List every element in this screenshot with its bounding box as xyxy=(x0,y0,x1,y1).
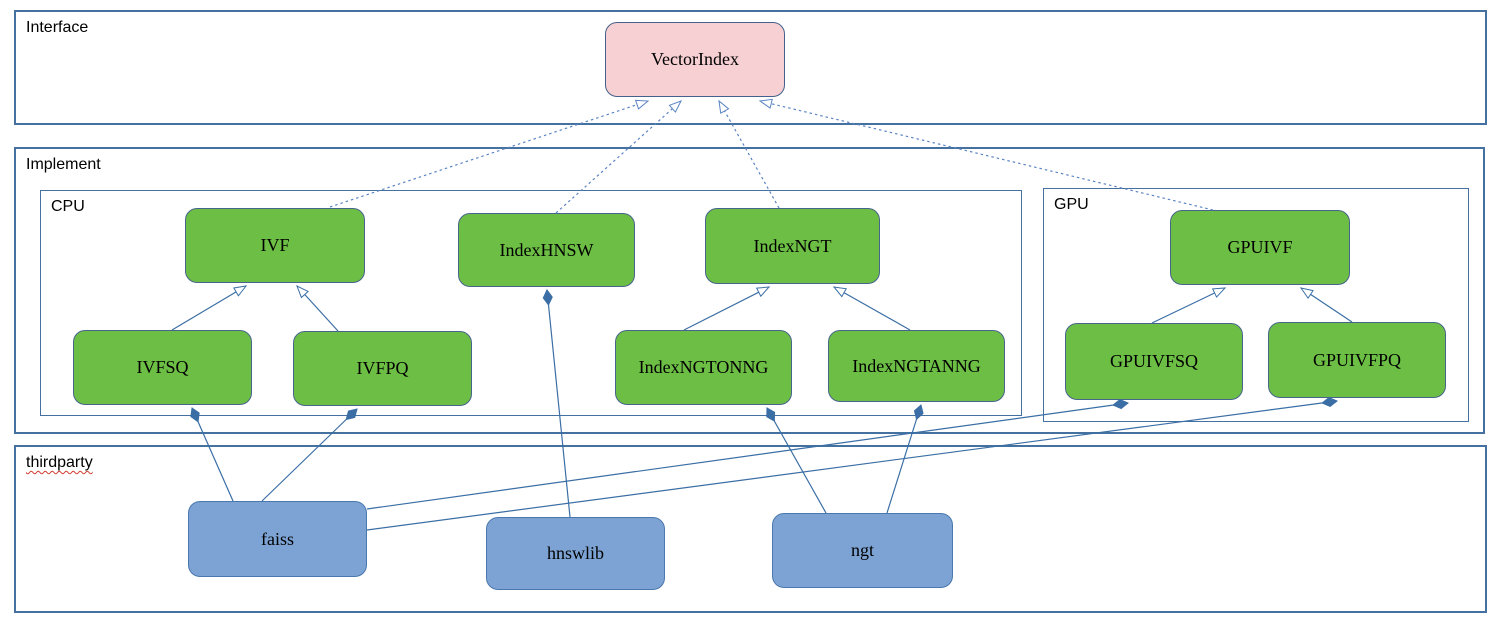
node-indexngtonng: IndexNGTONNG xyxy=(615,330,792,405)
node-indexngt: IndexNGT xyxy=(705,208,880,284)
node-indexhnsw-label: IndexHNSW xyxy=(499,239,594,260)
node-indexngtonng-label: IndexNGTONNG xyxy=(638,357,769,377)
node-indexhnsw: IndexHNSW xyxy=(458,213,635,287)
node-indexngtanng: IndexNGTANNG xyxy=(828,330,1005,402)
node-ivf-label: IVF xyxy=(260,235,290,255)
node-ivfpq: IVFPQ xyxy=(293,331,472,406)
node-gpuivfsq-label: GPUIVFSQ xyxy=(1109,351,1199,371)
node-gpuivfpq: GPUIVFPQ xyxy=(1268,322,1446,398)
node-gpuivfsq: GPUIVFSQ xyxy=(1065,323,1243,400)
node-vectorindex-label: VectorIndex xyxy=(651,49,739,69)
node-hnswlib: hnswlib xyxy=(486,517,665,590)
node-gpuivf-label: GPUIVF xyxy=(1227,237,1293,257)
cpu-container-label: CPU xyxy=(51,198,85,215)
node-faiss: faiss xyxy=(188,501,367,577)
node-ngt: ngt xyxy=(772,513,953,588)
node-vectorindex: VectorIndex xyxy=(605,22,785,97)
node-gpuivf: GPUIVF xyxy=(1170,210,1350,285)
gpu-container-label: GPU xyxy=(1054,196,1089,213)
node-ngt-label: ngt xyxy=(850,540,874,560)
node-ivfpq-label: IVFPQ xyxy=(356,358,409,378)
node-ivfsq-label: IVFSQ xyxy=(136,357,189,377)
node-gpuivfpq-label: GPUIVFPQ xyxy=(1312,349,1402,370)
node-indexngtanng-label: IndexNGTANNG xyxy=(852,355,981,376)
interface-container-label: Interface xyxy=(26,19,89,36)
node-ivf: IVF xyxy=(185,208,365,283)
node-indexngt-label: IndexNGT xyxy=(753,235,832,256)
thirdparty-container-label: thirdparty xyxy=(26,454,93,471)
implement-container-label: Implement xyxy=(26,156,101,173)
node-faiss-label: faiss xyxy=(261,528,294,549)
node-ivfsq: IVFSQ xyxy=(73,330,252,405)
node-hnswlib-label: hnswlib xyxy=(546,543,604,563)
